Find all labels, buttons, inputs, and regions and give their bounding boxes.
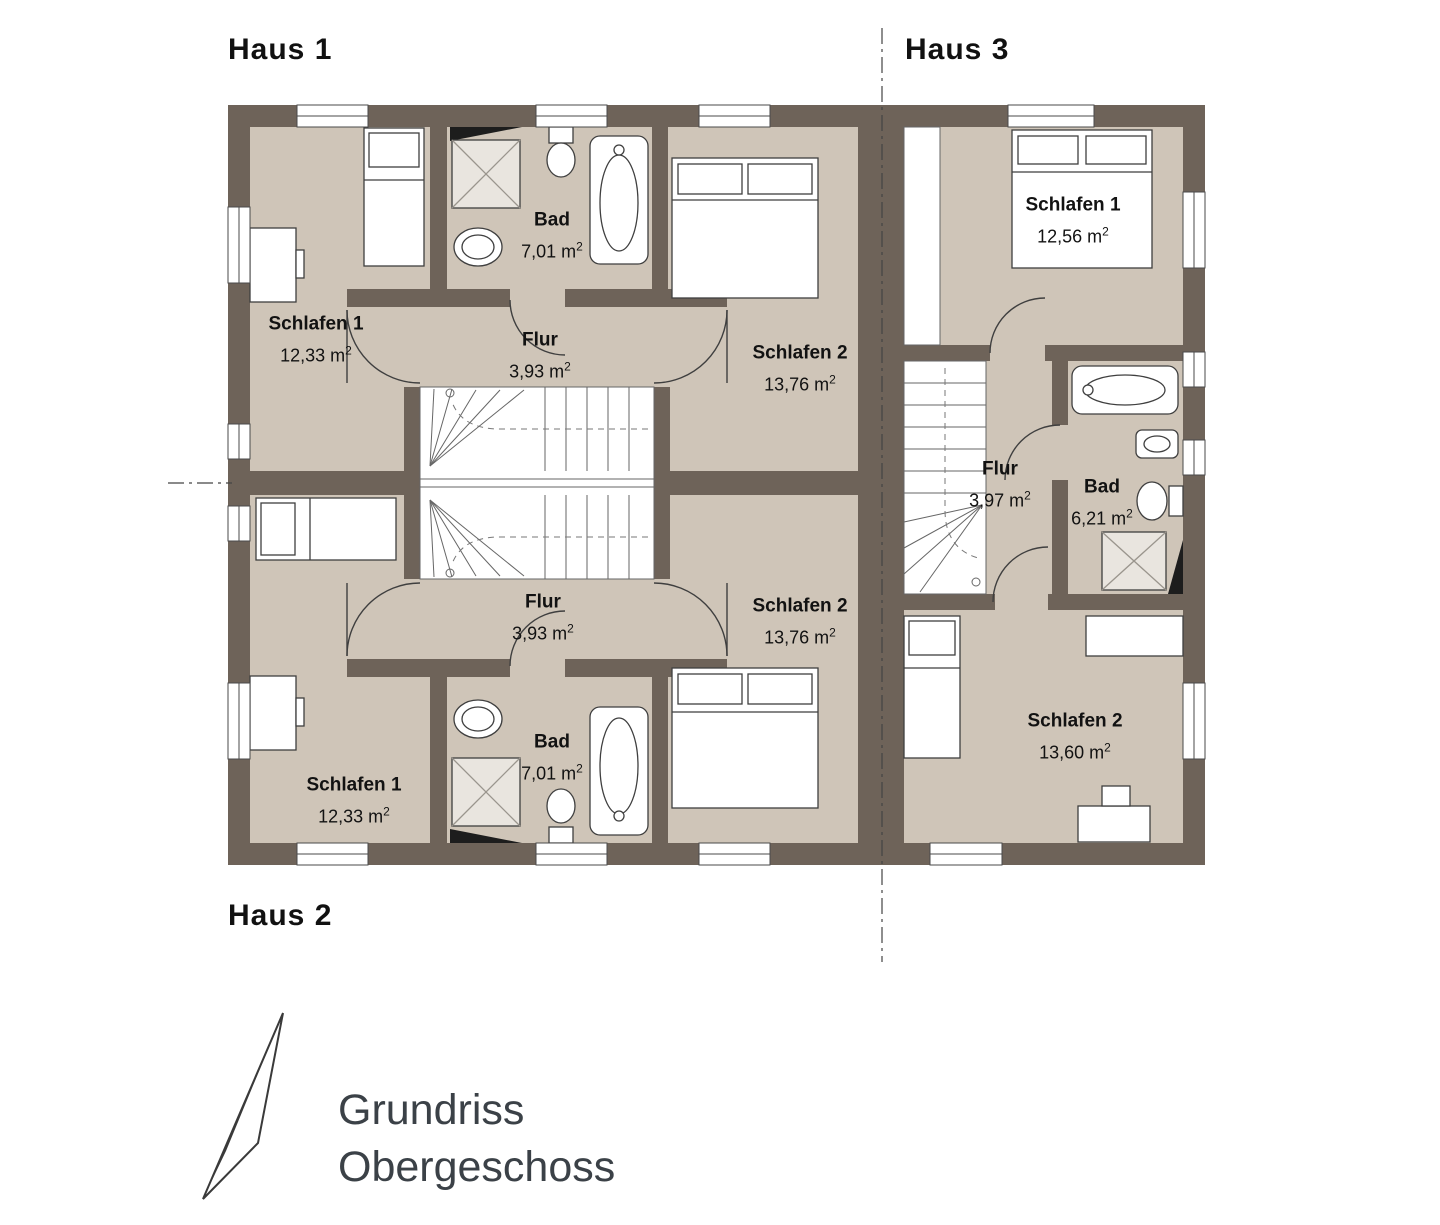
windows	[227, 104, 1206, 866]
plan-caption-line2: Obergeschoss	[338, 1143, 616, 1192]
room-label-haus2-bad: Bad 7,01 m2	[521, 731, 583, 784]
bathtub-icon	[1071, 365, 1179, 415]
furniture	[249, 126, 1184, 844]
plan-caption: Grundriss Obergeschoss	[338, 1082, 615, 1196]
room-label-haus3-bad: Bad 6,21 m2	[1071, 476, 1133, 529]
table-icon	[1077, 785, 1151, 843]
interior-walls	[250, 127, 1183, 843]
bathtub-icon	[589, 706, 649, 836]
wall-marks	[450, 127, 1183, 843]
toilet-icon	[546, 126, 576, 178]
room-label-haus3-schlafen2: Schlafen 2 13,60 m2	[1027, 710, 1123, 763]
room-label-haus2-flur: Flur 3,93 m2	[512, 591, 574, 644]
single-bed-icon	[363, 127, 425, 267]
shower-icon	[451, 139, 521, 209]
shower-icon	[1101, 531, 1167, 591]
room-label-haus1-schlafen1: Schlafen 1 12,33 m2	[268, 313, 364, 366]
title-haus1: Haus 1	[228, 33, 333, 66]
toilet-icon	[546, 788, 576, 844]
single-bed-icon	[255, 497, 397, 561]
doors	[346, 297, 1061, 667]
room-label-haus2-schlafen1: Schlafen 1 12,33 m2	[306, 774, 402, 827]
double-bed-icon	[1011, 129, 1153, 269]
shower-icon	[451, 757, 521, 827]
toilet-icon	[1136, 481, 1184, 521]
room-label-haus3-flur: Flur 3,97 m2	[969, 458, 1031, 511]
sink-icon	[453, 699, 503, 739]
closet-strip	[903, 126, 941, 346]
desk-icon	[249, 675, 305, 751]
title-haus3: Haus 3	[905, 33, 1010, 66]
sink-icon	[453, 227, 503, 267]
room-label-haus3-schlafen1: Schlafen 1 12,56 m2	[1025, 194, 1121, 247]
room-label-haus1-schlafen2: Schlafen 2 13,76 m2	[752, 342, 848, 395]
room-label-haus1-bad: Bad 7,01 m2	[521, 209, 583, 262]
sink-icon	[1135, 429, 1179, 459]
desk-icon	[249, 227, 305, 303]
room-label-haus1-flur: Flur 3,93 m2	[509, 329, 571, 382]
double-bed-icon	[671, 157, 819, 299]
north-arrow-icon	[202, 1012, 284, 1200]
bathtub-icon	[589, 135, 649, 265]
axis-lines	[168, 28, 883, 962]
room-label-haus2-schlafen2: Schlafen 2 13,76 m2	[752, 595, 848, 648]
plan-caption-line1: Grundriss	[338, 1086, 525, 1134]
wardrobe-icon	[1085, 615, 1184, 657]
stair-treads	[420, 368, 986, 593]
single-bed-icon	[903, 615, 961, 759]
double-bed-icon	[671, 667, 819, 809]
title-haus2: Haus 2	[228, 899, 333, 932]
